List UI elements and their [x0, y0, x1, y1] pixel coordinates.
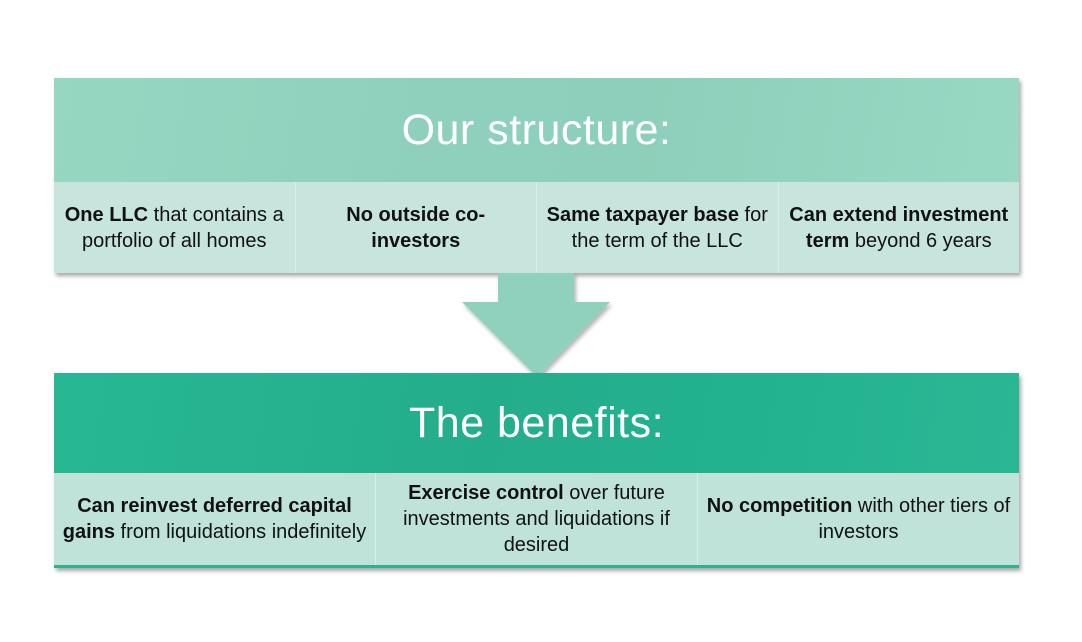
structure-items-row: One LLC that contains a portfolio of all…: [54, 182, 1019, 273]
benefit-item: No competition with other tiers of inves…: [697, 473, 1019, 565]
structure-item: No outside co-investors: [294, 182, 537, 273]
benefits-panel: The benefits: Can reinvest deferred capi…: [54, 373, 1019, 568]
benefit-item: Can reinvest deferred capital gains from…: [54, 473, 375, 565]
benefit-item: Exercise control over future investments…: [375, 473, 697, 565]
structure-item-bold: Same taxpayer base: [546, 203, 739, 226]
structure-item: Can extend investment term beyond 6 year…: [777, 182, 1020, 273]
benefit-item-bold: Exercise control: [408, 482, 564, 504]
benefit-item-text: from liquidations indefinitely: [115, 521, 367, 543]
structure-item-text: for the term of the LLC: [571, 203, 768, 252]
structure-item-text: beyond 6 years: [849, 229, 992, 252]
benefit-item-text: with other tiers of investors: [818, 495, 1011, 543]
structure-item-bold: Can extend investment term: [789, 203, 1009, 252]
bottom-accent-strip: [54, 565, 1019, 568]
benefit-item-text: over future investments and liquidations…: [403, 482, 670, 556]
structure-item-bold: No outside co-investors: [346, 203, 486, 252]
benefit-item-bold: Can reinvest deferred capital gains: [62, 495, 352, 543]
structure-item-text: that contains a portfolio of all homes: [81, 203, 284, 252]
benefits-title: The benefits:: [54, 373, 1019, 473]
structure-title: Our structure:: [54, 78, 1019, 182]
structure-panel: Our structure: One LLC that contains a p…: [54, 78, 1019, 273]
benefits-items-row: Can reinvest deferred capital gains from…: [54, 473, 1019, 565]
benefit-item-bold: No competition: [706, 495, 853, 517]
structure-item-bold: One LLC: [64, 203, 149, 226]
structure-item: One LLC that contains a portfolio of all…: [54, 182, 295, 273]
down-arrow-shape: [462, 273, 610, 377]
structure-item: Same taxpayer base for the term of the L…: [536, 182, 778, 273]
